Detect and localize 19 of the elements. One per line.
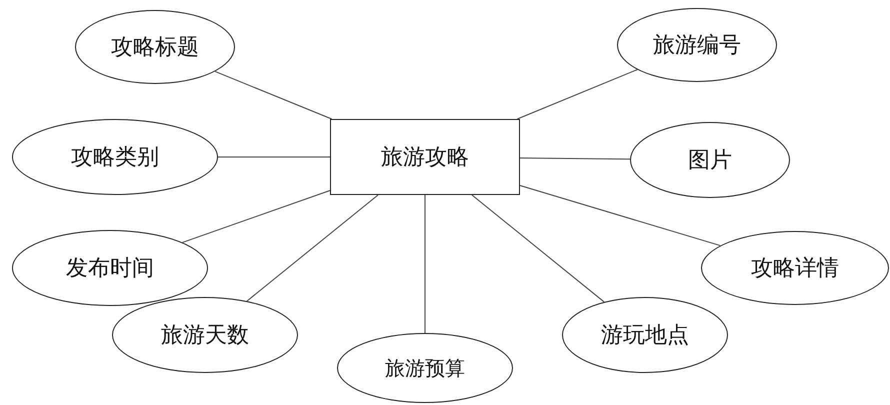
attribute-ellipse: 图片 bbox=[630, 122, 790, 198]
connector-line bbox=[516, 69, 638, 120]
connector-line bbox=[471, 194, 605, 302]
connector-line bbox=[182, 190, 330, 243]
attribute-ellipse: 旅游编号 bbox=[617, 8, 777, 82]
connector-line bbox=[424, 194, 426, 334]
connector-line bbox=[520, 185, 721, 246]
attribute-ellipse: 攻略标题 bbox=[75, 10, 235, 84]
connector-line bbox=[246, 194, 379, 302]
connector-line bbox=[520, 158, 631, 160]
connector-line bbox=[214, 70, 332, 120]
attribute-ellipse: 攻略详情 bbox=[701, 231, 889, 305]
attribute-ellipse: 游玩地点 bbox=[562, 297, 728, 373]
connector-line bbox=[218, 156, 330, 158]
attribute-ellipse: 旅游预算 bbox=[337, 333, 513, 403]
entity-box: 旅游攻略 bbox=[330, 119, 520, 195]
attribute-ellipse: 发布时间 bbox=[12, 230, 208, 306]
attribute-ellipse: 攻略类别 bbox=[12, 119, 218, 195]
attribute-ellipse: 旅游天数 bbox=[112, 297, 298, 373]
